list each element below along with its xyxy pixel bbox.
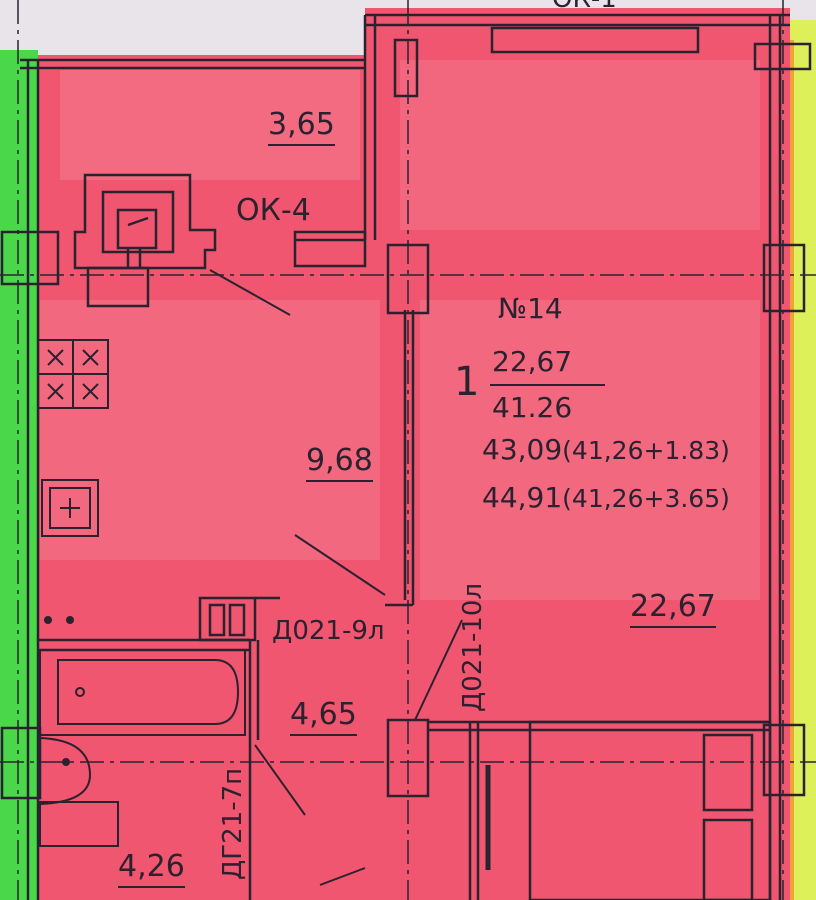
room-area-balcony: 3,65 xyxy=(268,110,335,146)
door-label-d021-9: Д021-9л xyxy=(272,616,385,646)
total-with-balcony-1-value: 43,09 xyxy=(482,433,563,466)
bathtub-icon xyxy=(39,649,246,736)
room-area-kitchen: 9,68 xyxy=(306,446,373,482)
rooms-count: 1 xyxy=(454,359,480,405)
total-with-balcony-2: 44,91(41,26+3.65) xyxy=(482,484,730,512)
door-label-dg21-7: ДГ21-7п xyxy=(218,767,248,880)
fixture-dot xyxy=(44,616,52,624)
window-label-top: ОК-1 xyxy=(552,0,617,12)
room-area-living: 22,67 xyxy=(630,592,716,628)
highlight-band xyxy=(60,70,360,180)
highlight-band xyxy=(40,300,380,560)
total-with-balcony-1: 43,09(41,26+1.83) xyxy=(482,436,730,464)
toilet-icon xyxy=(39,737,119,847)
highlight-band xyxy=(400,60,760,230)
total-area-base: 41.26 xyxy=(492,391,573,424)
apartment-number: №14 xyxy=(498,292,563,325)
ventilation-shaft-icon xyxy=(73,173,217,308)
stove-icon xyxy=(37,339,109,409)
left-green-wall xyxy=(0,50,38,900)
fixture-dot xyxy=(66,616,74,624)
living-area: 22,67 xyxy=(492,345,573,378)
window-label-ok4: ОК-4 xyxy=(236,193,311,228)
sink-icon xyxy=(41,479,99,537)
highlight-band xyxy=(420,300,760,600)
door-label-d021-10: Д021-10л xyxy=(458,582,488,712)
total-with-balcony-2-formula: (41,26+3.65) xyxy=(562,484,730,513)
room-area-hall: 4,65 xyxy=(290,700,357,736)
total-with-balcony-2-value: 44,91 xyxy=(482,481,563,514)
room-area-bath: 4,26 xyxy=(118,852,185,888)
leader-lines xyxy=(209,269,605,886)
total-with-balcony-1-formula: (41,26+1.83) xyxy=(562,436,730,465)
